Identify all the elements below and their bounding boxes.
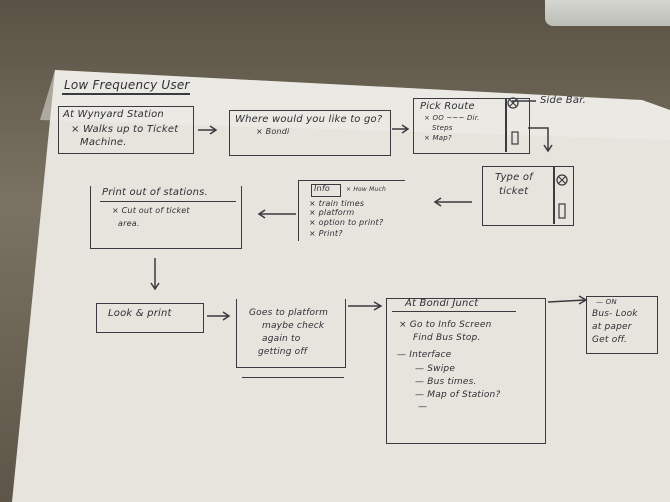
step-pick-route-box <box>413 98 530 154</box>
platform-line: again to <box>262 334 301 344</box>
step-info-box <box>298 180 405 241</box>
bondi-item: — <box>418 402 428 412</box>
info-item: × platform <box>309 208 355 217</box>
platform-underline <box>242 377 344 379</box>
bus-line: Bus- Look <box>592 309 638 319</box>
wynyard-title: At Wynyard Station <box>63 109 164 120</box>
step-printout-box <box>90 186 242 249</box>
info-item: × train times <box>309 199 365 208</box>
pick-route-line3: × Map? <box>424 134 452 142</box>
ticket-type-sidebar-divider <box>553 166 555 224</box>
step-wynyard-box <box>58 106 194 154</box>
bondi-title: At Bondi Junct <box>405 298 479 309</box>
bondi-item: Find Bus Stop. <box>413 333 481 343</box>
info-title: Info <box>314 184 330 193</box>
printout-line1: × Cut out of ticket <box>112 206 190 215</box>
pick-route-sidebar-divider <box>505 98 507 152</box>
destination-title: Where would you like to go? <box>235 114 383 125</box>
platform-line: getting off <box>258 347 308 357</box>
bondi-item: — Interface <box>397 350 452 360</box>
bondi-item: × Go to Info Screen <box>399 320 492 330</box>
info-tab <box>311 184 341 197</box>
pick-route-title: Pick Route <box>420 101 475 112</box>
step-look-print-box <box>96 303 204 333</box>
step-ticket-type-box <box>482 166 574 226</box>
pick-route-line1: × OO ~~~ Dir. <box>424 114 480 122</box>
step-destination-box <box>229 110 391 156</box>
title-underline <box>62 93 190 95</box>
wynyard-line2: Machine. <box>80 137 127 148</box>
platform-line: maybe check <box>262 321 325 331</box>
bondi-item: — Bus times. <box>415 377 477 387</box>
printout-line2: area. <box>118 219 140 228</box>
platform-line: Goes to platform <box>249 308 329 318</box>
step-bus-box <box>586 296 658 354</box>
info-note: × How Much <box>346 186 387 193</box>
printout-title: Print out of stations. <box>102 187 208 198</box>
step-bondi-box <box>386 298 546 444</box>
ticket-type-line2: ticket <box>499 186 529 197</box>
look-print-title: Look & print <box>108 308 172 319</box>
pick-route-line2: Steps <box>432 124 453 132</box>
bondi-item: — Swipe <box>415 364 456 374</box>
printout-underline <box>100 201 236 203</box>
ticket-type-line1: Type of <box>495 172 533 183</box>
info-item: × option to print? <box>309 218 384 227</box>
step-platform-box <box>236 299 346 368</box>
info-item: × Print? <box>309 229 343 238</box>
bus-line: — ON <box>596 298 617 306</box>
bus-line: at paper <box>592 322 632 332</box>
keyboard <box>545 0 670 26</box>
wynyard-line1: × Walks up to Ticket <box>71 124 179 135</box>
bondi-item: — Map of Station? <box>415 390 501 400</box>
destination-line1: × Bondi <box>256 127 290 136</box>
sidebar-annotation: Side Bar. <box>540 95 586 106</box>
bus-line: Get off. <box>592 335 628 345</box>
bondi-underline <box>392 311 516 313</box>
diagram-title: Low Frequency User <box>64 78 190 92</box>
